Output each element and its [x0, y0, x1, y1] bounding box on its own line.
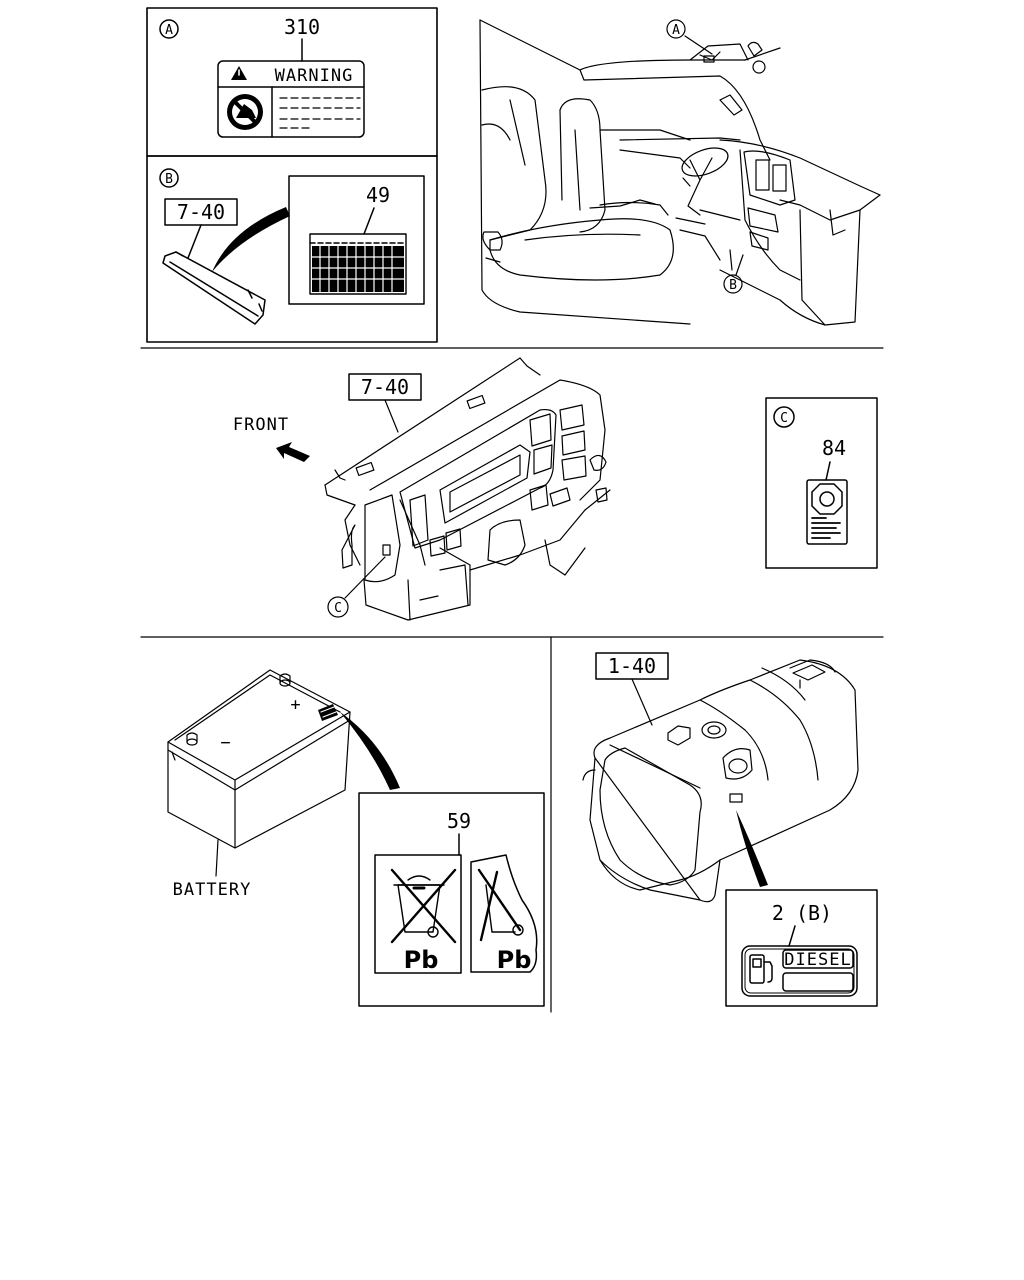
battery-view: − + BATTERY	[167, 669, 400, 900]
crossed-bin-icon-peeled	[477, 868, 524, 942]
ref-b-letter-cab: B	[729, 278, 737, 293]
tank-label-patch	[729, 793, 743, 803]
cab-interior-view: A	[479, 19, 881, 326]
battery-label: BATTERY	[173, 880, 252, 900]
label-84-symbol-icon	[811, 483, 843, 515]
leader-wedge-59	[340, 712, 400, 790]
glovebox-lid-drawing	[162, 251, 266, 325]
ref-a-circle	[159, 19, 179, 39]
pb-symbol-right: Pb	[497, 946, 532, 974]
ref-b-letter: B	[165, 172, 173, 187]
crossed-bin-icon	[390, 868, 457, 944]
recycle-label-panel: 59 Pb Pb	[358, 792, 545, 1007]
glovebox-panel: B 7-40 49	[146, 155, 438, 343]
diesel-label-panel: 2 (B) DIESEL	[725, 889, 878, 1007]
ref-a-circle-cab	[666, 19, 686, 39]
part-number-84: 84	[822, 436, 846, 460]
battery-plus-sign: +	[290, 695, 301, 715]
spec-table-label	[309, 233, 407, 295]
leader-wedge-diesel	[736, 810, 768, 887]
front-arrow-icon	[276, 442, 310, 462]
ref-a-letter: A	[165, 23, 173, 38]
ref-callout-7-40-dash: 7-40	[361, 375, 409, 399]
warning-sticker	[217, 60, 365, 138]
part-number-59: 59	[447, 809, 471, 833]
fuel-tank-view: 1-40	[582, 652, 859, 903]
battery-minus-sign: −	[220, 733, 231, 753]
no-airbag-seat-icon	[227, 94, 263, 130]
diesel-sticker	[741, 945, 858, 997]
recycle-sticker	[374, 854, 462, 974]
section-dividers	[140, 347, 884, 1013]
part-number-2b: 2 (B)	[772, 901, 832, 925]
dashboard-view: 7-40 FRONT	[233, 357, 611, 621]
part-number-49: 49	[366, 183, 390, 207]
warning-label-panel: A 310 WARNING	[146, 7, 438, 157]
ref-b-circle-cab	[723, 274, 743, 294]
label-84-sticker	[806, 479, 848, 545]
leader-wedge-49	[212, 207, 290, 272]
recycle-sticker-peeled	[470, 854, 538, 973]
ref-b-circle	[159, 168, 179, 188]
warning-text: WARNING	[275, 66, 354, 86]
ref-c-letter-dash: C	[334, 601, 342, 616]
label-84-panel: C 84	[765, 397, 878, 569]
diesel-text: DIESEL	[784, 950, 851, 970]
front-label: FRONT	[233, 415, 289, 435]
ref-c-circle-dash	[327, 596, 349, 618]
warning-text-lines	[279, 97, 361, 129]
label-84-text-lines	[811, 517, 841, 539]
fuel-pump-icon	[749, 954, 773, 984]
pb-symbol-left: Pb	[404, 946, 439, 974]
ref-a-letter-cab: A	[672, 23, 680, 38]
ref-callout-7-40-top: 7-40	[177, 200, 225, 224]
ref-c-circle	[773, 406, 795, 428]
part-number-310: 310	[284, 15, 320, 39]
ref-callout-1-40: 1-40	[608, 654, 656, 678]
ref-c-letter: C	[780, 411, 788, 426]
